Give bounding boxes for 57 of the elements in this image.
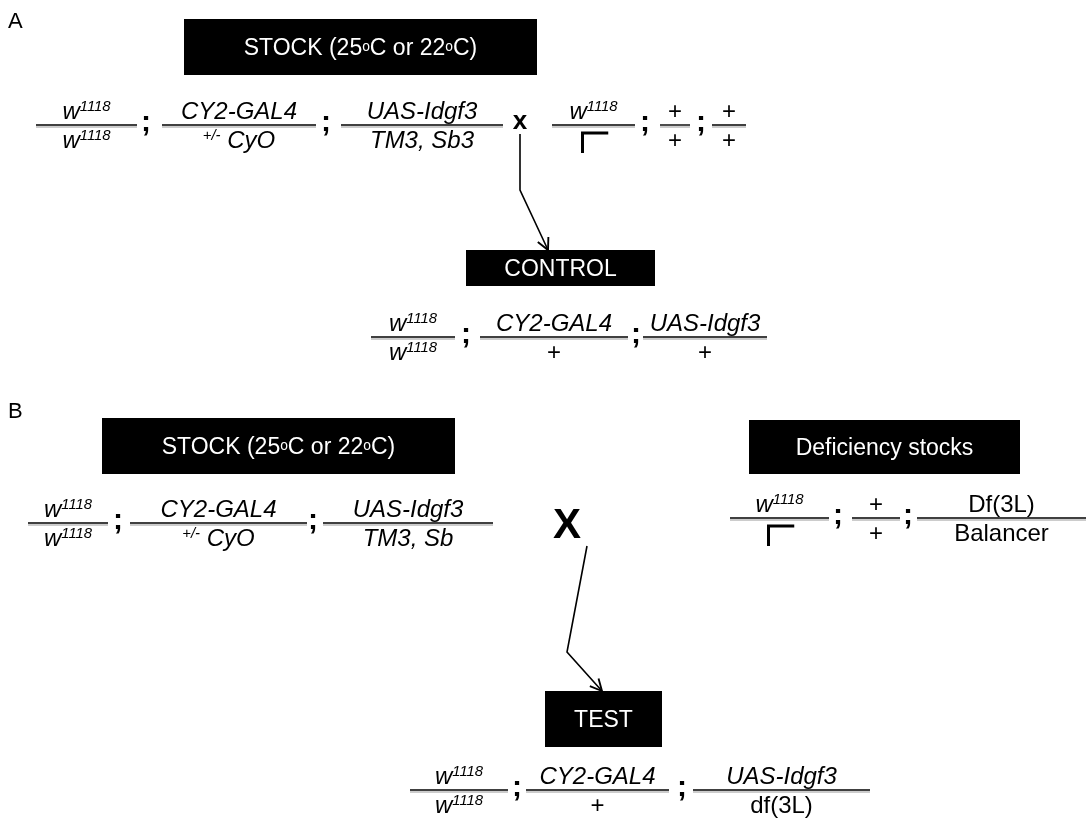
genotype-text: df(3L) bbox=[749, 792, 814, 818]
genotype-text: Balancer bbox=[953, 520, 1050, 546]
title-banner: TEST bbox=[545, 691, 662, 747]
title-banner: Deficiency stocks bbox=[749, 420, 1020, 474]
genotype-text: $^{+/-}$ CyO bbox=[181, 525, 256, 551]
panel-letter: B bbox=[8, 398, 24, 424]
genotype-text: + bbox=[667, 98, 683, 124]
genotype-text: $^{+/-}$ CyO bbox=[201, 127, 277, 153]
genotype-text: UAS-Idgf3 bbox=[365, 98, 479, 124]
genotype-text: + bbox=[721, 127, 737, 153]
arrow bbox=[566, 545, 603, 692]
genotype-text: w$^{1118}$ bbox=[42, 525, 94, 551]
genotype-text: w$^{1118}$ bbox=[754, 491, 805, 517]
genotype-text: + bbox=[721, 98, 737, 124]
semicolon: ; bbox=[832, 501, 844, 527]
genotype-text: w$^{1118}$ bbox=[433, 763, 485, 789]
genotype-text: + bbox=[667, 127, 683, 153]
semicolon: ; bbox=[140, 108, 152, 134]
arrow bbox=[519, 133, 550, 251]
cross-symbol: x bbox=[509, 106, 531, 134]
semicolon: ; bbox=[307, 506, 319, 532]
cross-symbol: X bbox=[547, 502, 587, 546]
genotype-text: UAS-Idgf3 bbox=[351, 496, 465, 522]
genotype-text: w$^{1118}$ bbox=[568, 98, 619, 124]
genotype-text: TM3, Sb bbox=[361, 525, 455, 551]
semicolon: ; bbox=[460, 320, 472, 346]
semicolon: ; bbox=[320, 108, 332, 134]
genotype-text: CY2-GAL4 bbox=[494, 310, 614, 336]
genotype-text: + bbox=[868, 520, 884, 546]
semicolon: ; bbox=[695, 108, 707, 134]
panel-letter: A bbox=[8, 8, 24, 34]
genotype-text: + bbox=[868, 491, 884, 517]
semicolon: ; bbox=[511, 773, 523, 799]
genotype-text: UAS-Idgf3 bbox=[648, 310, 762, 336]
genotype-text: w$^{1118}$ bbox=[61, 98, 112, 124]
genotype-text: w$^{1118}$ bbox=[61, 127, 112, 153]
genotype-text: + bbox=[697, 339, 713, 365]
semicolon: ; bbox=[112, 506, 124, 532]
genotype-text: Df(3L) bbox=[967, 491, 1036, 517]
genotype-text: w$^{1118}$ bbox=[42, 496, 94, 522]
genotype-text: TM3, Sb3 bbox=[368, 127, 475, 153]
semicolon: ; bbox=[676, 773, 688, 799]
semicolon: ; bbox=[639, 108, 651, 134]
semicolon: ; bbox=[630, 320, 642, 346]
genotype-text: CY2-GAL4 bbox=[179, 98, 299, 124]
title-banner: STOCK (25$^{o}$C or 22$^{o}$C) bbox=[184, 19, 537, 75]
genotype-text: w$^{1118}$ bbox=[433, 792, 485, 818]
title-banner: CONTROL bbox=[466, 250, 655, 286]
semicolon: ; bbox=[902, 501, 914, 527]
genotype-text: UAS-Idgf3 bbox=[725, 763, 838, 789]
genotype-text: w$^{1118}$ bbox=[387, 339, 439, 365]
genotype-text: CY2-GAL4 bbox=[159, 496, 278, 522]
title-banner: STOCK (25$^{o}$C or 22$^{o}$C) bbox=[102, 418, 455, 474]
genotype-text: w$^{1118}$ bbox=[387, 310, 439, 336]
genotype-text: + bbox=[589, 792, 606, 818]
genotype-text: CY2-GAL4 bbox=[538, 763, 657, 789]
genotype-text: + bbox=[546, 339, 562, 365]
